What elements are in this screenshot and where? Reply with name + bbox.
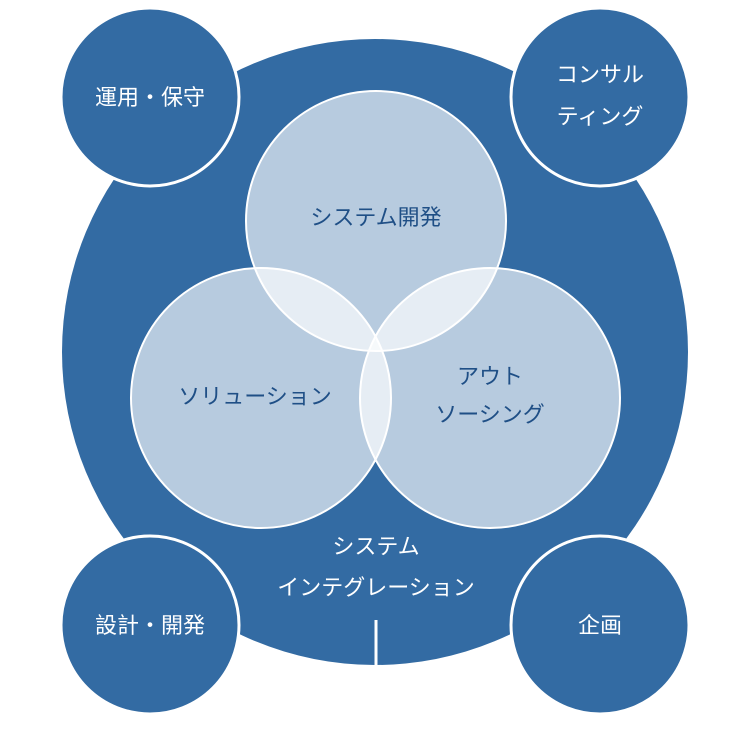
system-integration-label-line1: システム [332,535,419,560]
inner-circles [130,90,621,529]
consulting-label-line2: ティング [557,105,644,130]
planning-circle [509,534,691,716]
outsourcing-circle [359,267,621,529]
system-integration-label-line2: インテグレーション [277,576,475,601]
consulting-circle [509,6,691,188]
operation-maintenance-label: 運用・保守 [95,86,205,111]
planning-label: 企画 [578,614,622,639]
operation-maintenance-circle [59,6,241,188]
solution-label: ソリューション [178,385,332,410]
design-development-label: 設計・開発 [95,614,205,639]
corner-circles [59,6,691,716]
outsourcing-label-line2: ソーシング [435,403,545,428]
system-development-label: システム開発 [310,206,441,231]
consulting-label-line1: コンサル [556,63,644,88]
design-development-circle [59,534,241,716]
outsourcing-label-line1: アウト [457,365,523,390]
